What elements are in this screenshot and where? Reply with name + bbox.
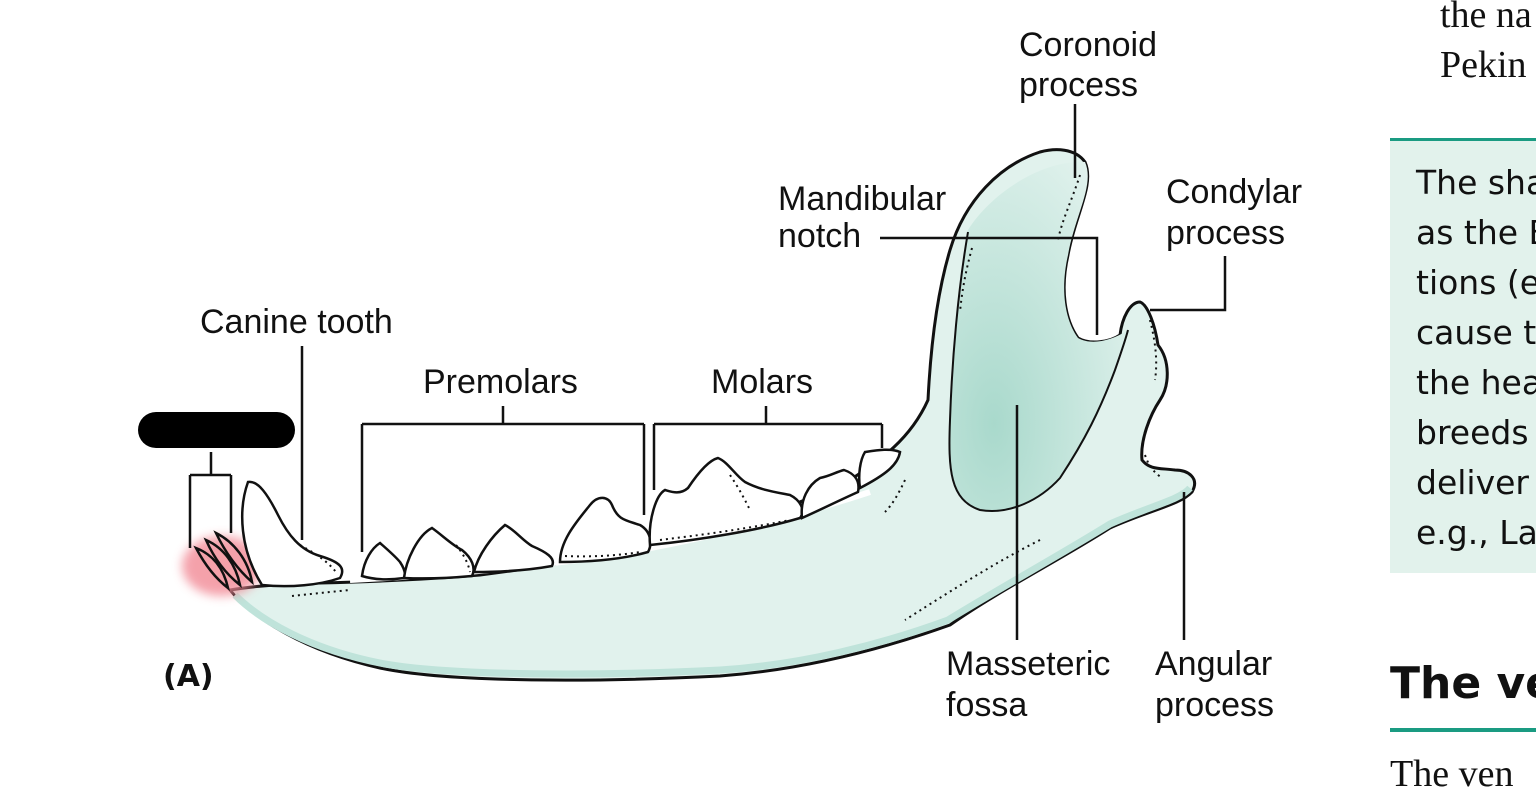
label-mandibular-notch-line1: Mandibular (778, 180, 946, 218)
leader-lines (188, 104, 1227, 640)
label-canine-tooth: Canine tooth (200, 303, 393, 341)
masseteric-fossa-region (949, 161, 1128, 511)
box-text-line: The sha (1416, 163, 1536, 202)
panel-label: (A) (163, 659, 214, 694)
body-text-line: Pekin (1440, 44, 1527, 86)
label-angular-process-line1: Angular (1155, 645, 1272, 683)
box-text-line: e.g., La (1416, 513, 1536, 552)
mandible-ventral-edge (232, 485, 1193, 678)
mandible-diagram: Canine tooth Premolars Molars Coronoid p… (138, 26, 1302, 724)
sidebar-box: The sha as the B tions (e cause t the he… (1390, 141, 1536, 573)
label-masseteric-fossa-line2: fossa (946, 686, 1027, 724)
label-condylar-process-line2: process (1166, 214, 1285, 252)
label-premolars: Premolars (423, 363, 578, 401)
premolar-teeth (360, 496, 652, 581)
label-masseteric-fossa-line1: Masseteric (946, 645, 1110, 683)
label-mandibular-notch-line2: notch (778, 217, 861, 255)
canine-tooth-shape (240, 480, 344, 588)
label-molars: Molars (711, 363, 813, 401)
box-top-rule (1390, 138, 1536, 141)
label-coronoid-process-line2: process (1019, 66, 1138, 104)
redacted-label-bar (138, 412, 295, 448)
label-angular-process-line2: process (1155, 686, 1274, 724)
box-text-line: the hea (1416, 363, 1536, 402)
molar-teeth (648, 448, 902, 547)
box-text-line: deliver (1416, 463, 1529, 502)
label-coronoid-process-line1: Coronoid (1019, 26, 1157, 64)
body-text-line: the na (1440, 0, 1532, 36)
box-text-line: breeds (1416, 413, 1529, 452)
tooth-detail-lines (455, 474, 791, 573)
bone-detail-lines (291, 174, 1163, 621)
body-text-bottom: The ven (1390, 753, 1514, 795)
incisors (193, 530, 254, 592)
section-heading-rule (1390, 728, 1536, 732)
label-condylar-process-line1: Condylar (1166, 173, 1302, 211)
section-heading: The ve (1390, 658, 1536, 709)
box-text-line: as the B (1416, 213, 1536, 252)
masseteric-fossa-rim (948, 231, 1129, 512)
body-text-top: the na Pekin (1440, 0, 1536, 90)
box-text-line: tions (e (1416, 263, 1536, 302)
box-text-line: cause t (1416, 313, 1536, 352)
